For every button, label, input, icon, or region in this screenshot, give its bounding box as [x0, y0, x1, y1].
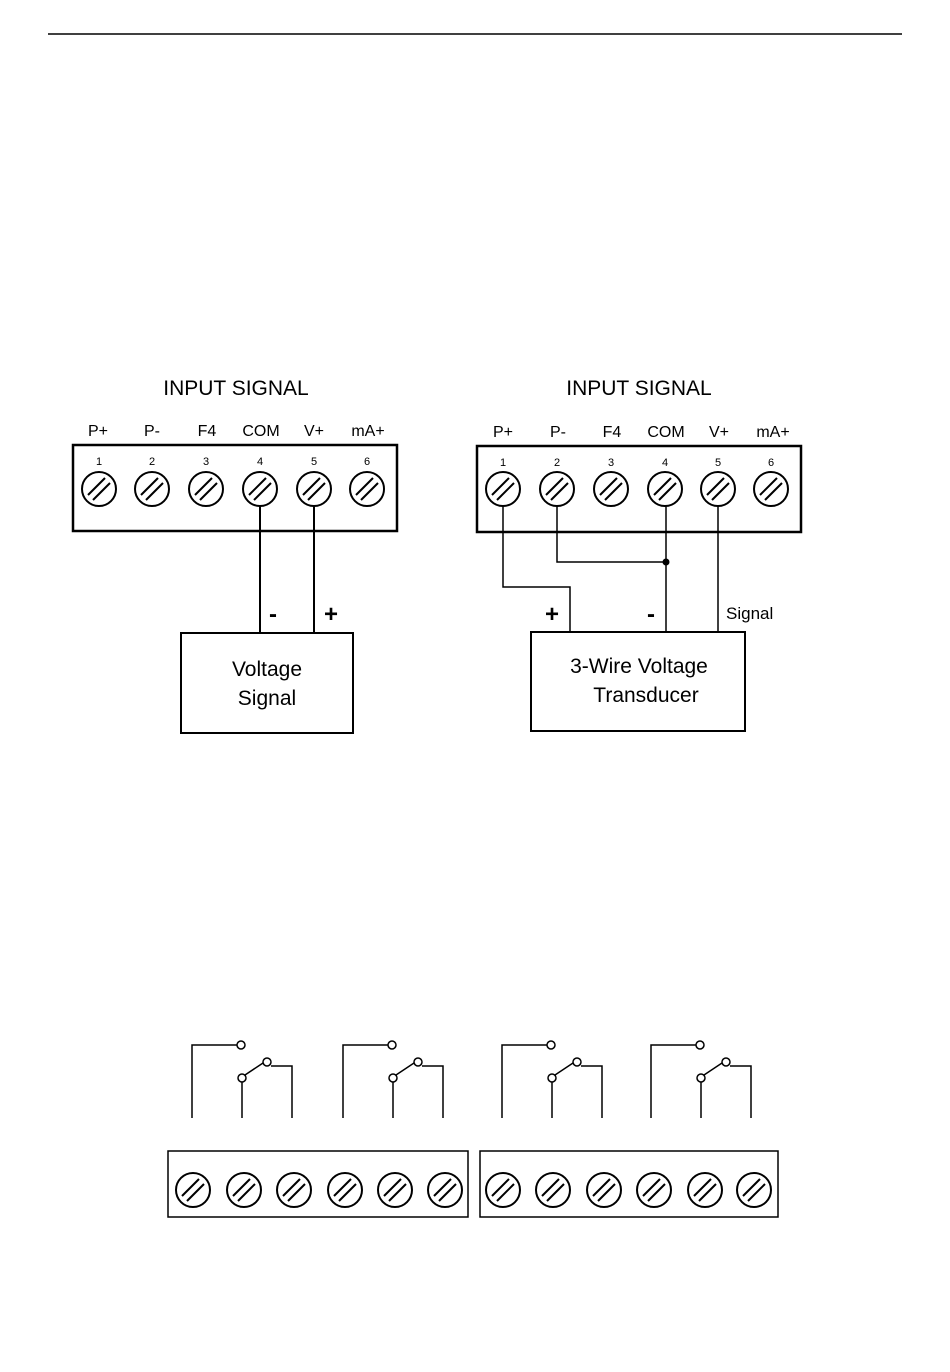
- transducer-line1: 3-Wire Voltage: [570, 655, 708, 678]
- terminal-label-f4: F4: [603, 424, 622, 441]
- voltage-signal-line1: Voltage: [232, 658, 302, 681]
- relay-switch: [343, 1041, 443, 1118]
- screw-icon: [428, 1173, 462, 1207]
- terminal-number-6: 6: [364, 456, 370, 468]
- voltage-signal-box: [181, 633, 353, 733]
- diagram2-signal-label: Signal: [726, 604, 773, 623]
- screw-icon: [701, 472, 735, 506]
- relay-switch: [192, 1041, 292, 1118]
- diagram2-title: INPUT SIGNAL: [566, 377, 711, 400]
- relay-switch: [502, 1041, 602, 1118]
- screw-icon: [637, 1173, 671, 1207]
- screw-icon: [82, 472, 116, 506]
- terminal-label-p-minus: P-: [550, 424, 566, 441]
- terminal-label-com: COM: [242, 423, 279, 440]
- terminal-number-2: 2: [149, 456, 155, 468]
- screw-icon: [754, 472, 788, 506]
- diagram1-minus-label: -: [269, 601, 277, 628]
- diagram2-terminal-labels: P+ P- F4 COM V+ mA+: [493, 424, 790, 441]
- screw-icon: [227, 1173, 261, 1207]
- terminal-number-5: 5: [311, 456, 317, 468]
- terminal-number-5: 5: [715, 457, 721, 469]
- terminal-number-4: 4: [662, 457, 668, 469]
- terminal-number-3: 3: [203, 456, 209, 468]
- terminal-label-ma-plus: mA+: [351, 423, 384, 440]
- screw-icon: [176, 1173, 210, 1207]
- terminal-number-4: 4: [257, 456, 263, 468]
- diagram2-terminal-block: [477, 446, 801, 532]
- terminal-label-p-minus: P-: [144, 423, 160, 440]
- diagram1-terminal-labels: P+ P- F4 COM V+ mA+: [88, 423, 385, 440]
- screw-icon: [737, 1173, 771, 1207]
- terminal-number-6: 6: [768, 457, 774, 469]
- screw-icon: [536, 1173, 570, 1207]
- terminal-label-v-plus: V+: [709, 424, 729, 441]
- terminal-number-2: 2: [554, 457, 560, 469]
- screw-icon: [189, 472, 223, 506]
- diagram1-title: INPUT SIGNAL: [163, 377, 308, 400]
- diagram1-terminal-block: [73, 445, 397, 531]
- screw-icon: [328, 1173, 362, 1207]
- three-wire-transducer-diagram: INPUT SIGNAL P+ P- F4 COM V+ mA+ 1 2 3 4…: [477, 377, 801, 731]
- terminal-number-3: 3: [608, 457, 614, 469]
- diagram1-plus-label: +: [324, 601, 338, 628]
- screw-icon: [486, 472, 520, 506]
- screw-icon: [648, 472, 682, 506]
- relay-contacts: [192, 1041, 751, 1118]
- screw-icon: [350, 472, 384, 506]
- terminal-label-com: COM: [647, 424, 684, 441]
- terminal-label-p-plus: P+: [88, 423, 108, 440]
- terminal-number-1: 1: [500, 457, 506, 469]
- screw-icon: [297, 472, 331, 506]
- voltage-signal-diagram: INPUT SIGNAL P+ P- F4 COM V+ mA+ 1 2 3 4…: [73, 377, 397, 733]
- relay-terminal-block-left: [168, 1151, 468, 1217]
- screw-icon: [378, 1173, 412, 1207]
- screw-icon: [135, 472, 169, 506]
- terminal-label-f4: F4: [198, 423, 217, 440]
- relay-output-diagram: [168, 1041, 778, 1217]
- relay-terminal-block-right: [480, 1151, 778, 1217]
- relay-switch: [651, 1041, 751, 1118]
- screw-icon: [243, 472, 277, 506]
- voltage-signal-line2: Signal: [238, 687, 296, 710]
- terminal-label-v-plus: V+: [304, 423, 324, 440]
- screw-icon: [594, 472, 628, 506]
- terminal-label-ma-plus: mA+: [756, 424, 789, 441]
- transducer-box: [531, 632, 745, 731]
- transducer-line2: Transducer: [593, 684, 698, 707]
- diagram2-plus-label: +: [545, 601, 559, 628]
- screw-icon: [587, 1173, 621, 1207]
- terminal-label-p-plus: P+: [493, 424, 513, 441]
- screw-icon: [540, 472, 574, 506]
- screw-icon: [688, 1173, 722, 1207]
- screw-icon: [277, 1173, 311, 1207]
- screw-icon: [486, 1173, 520, 1207]
- terminal-number-1: 1: [96, 456, 102, 468]
- diagram2-minus-label: -: [647, 601, 655, 628]
- junction-dot: [663, 559, 670, 566]
